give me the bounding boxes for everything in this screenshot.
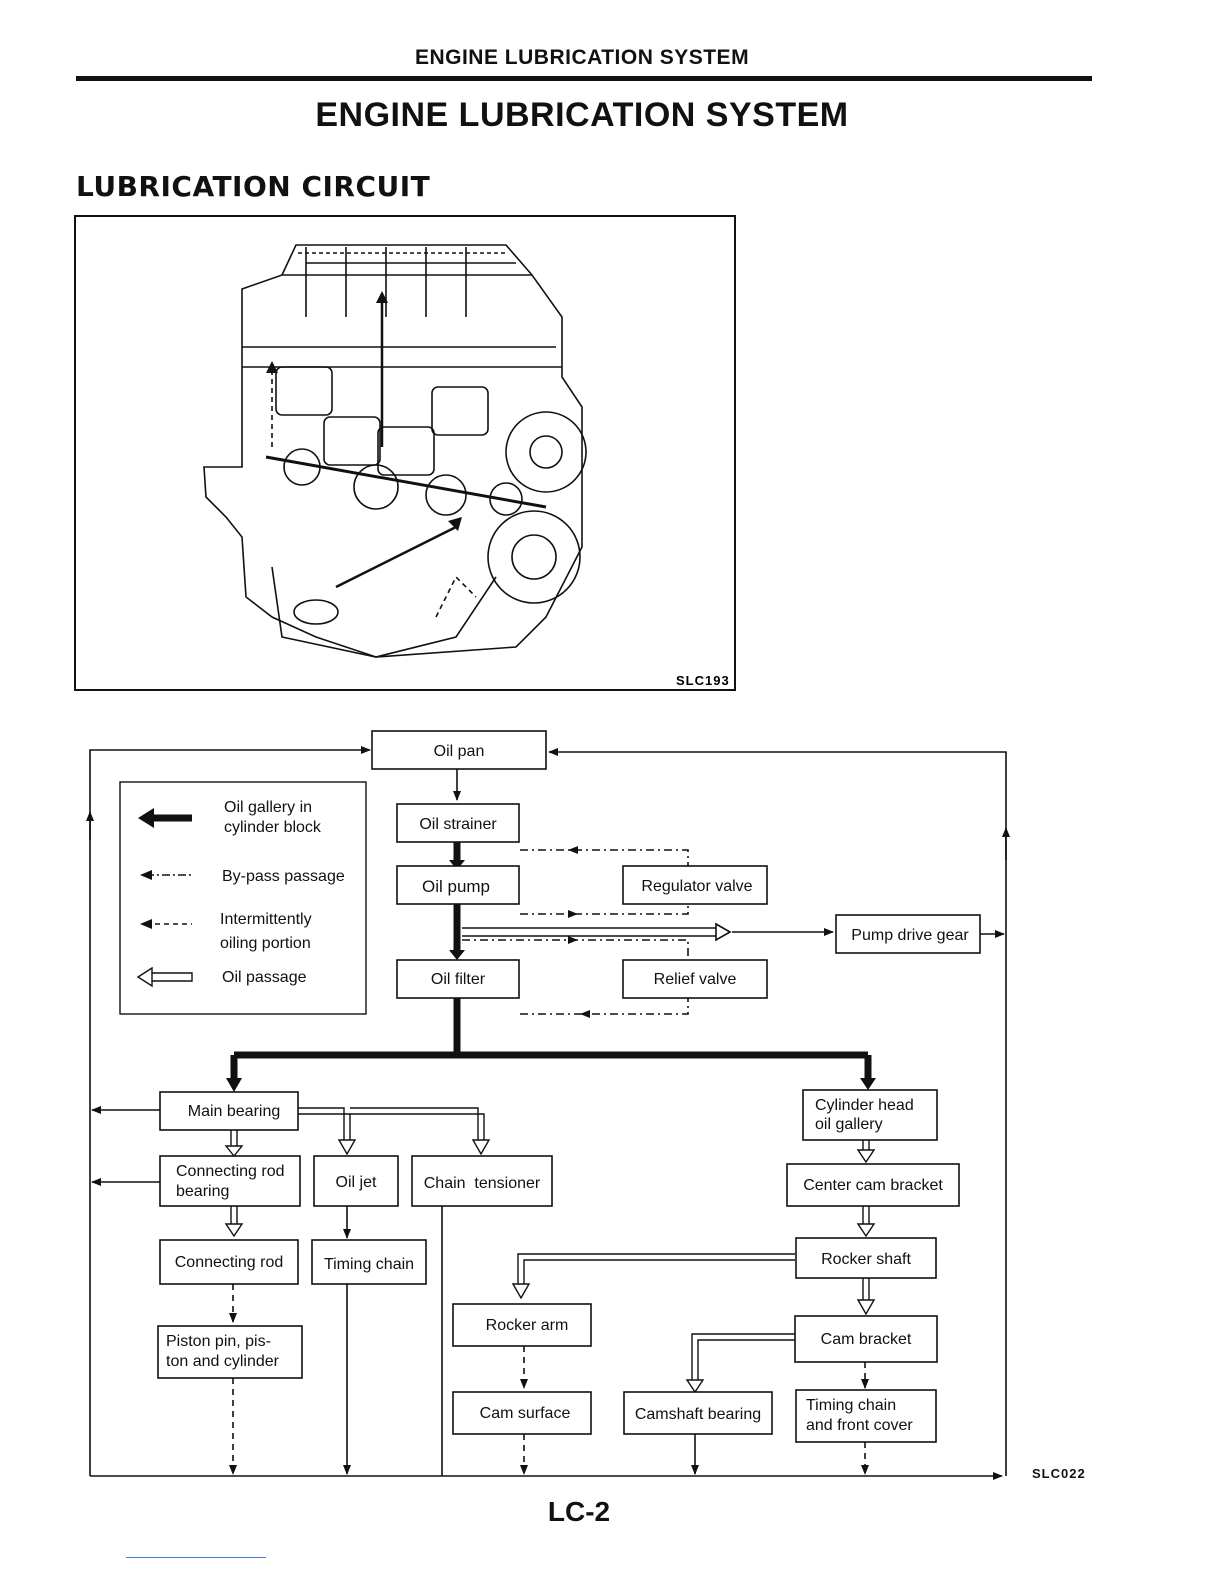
box-connecting-rod [159, 1239, 299, 1285]
box-cylinder-head-gallery [802, 1089, 938, 1141]
label-cylinder-head-gallery-line2: oil gallery [815, 1116, 883, 1133]
label-oil-jet: Oil jet [336, 1174, 377, 1191]
legend-oil-passage-symbol [136, 966, 193, 988]
legend-oil-gallery-line1: Oil gallery in [224, 799, 312, 816]
label-relief-valve: Relief valve [654, 971, 737, 988]
label-connecting-rod: Connecting rod [175, 1254, 284, 1271]
label-timing-chain-cover-line2: and front cover [806, 1417, 913, 1434]
legend-bypass-label: By-pass passage [222, 868, 345, 885]
legend-intermittent-line2: oiling portion [220, 935, 311, 952]
label-oil-strainer: Oil strainer [419, 816, 497, 833]
box-cam-surface [452, 1391, 592, 1435]
section-heading: LUBRICATION CIRCUIT [76, 170, 431, 203]
engine-illustration-frame: SLC193 [74, 215, 736, 691]
footer-line [126, 1557, 266, 1558]
label-cam-bracket: Cam bracket [821, 1331, 912, 1348]
illustration-code: SLC193 [676, 673, 730, 688]
label-rocker-shaft: Rocker shaft [821, 1251, 911, 1268]
box-timing-chain [311, 1239, 427, 1285]
box-center-cam-bracket [786, 1163, 960, 1207]
legend-oil-passage-label: Oil passage [222, 969, 307, 986]
label-cam-surface: Cam surface [480, 1405, 571, 1422]
label-main-bearing: Main bearing [188, 1103, 281, 1120]
label-conrod-bearing-line2: bearing [176, 1183, 229, 1200]
box-oil-strainer [396, 803, 520, 843]
label-timing-chain-cover-line1: Timing chain [806, 1397, 896, 1414]
label-camshaft-bearing: Camshaft bearing [635, 1406, 761, 1423]
box-regulator-valve [622, 865, 768, 905]
legend: Oil gallery in cylinder block By-pass pa… [119, 781, 367, 1015]
label-chain-tensioner: Chain tensioner [424, 1175, 541, 1192]
label-piston-pin-line2: ton and cylinder [166, 1353, 280, 1370]
box-cam-bracket [794, 1315, 938, 1363]
box-oil-jet [313, 1155, 399, 1207]
label-oil-pan: Oil pan [434, 743, 485, 760]
label-oil-pump: Oil pump [422, 877, 490, 896]
box-conrod-bearing [159, 1155, 301, 1207]
box-rocker-shaft [795, 1237, 937, 1279]
box-timing-chain-cover [795, 1389, 937, 1443]
box-chain-tensioner [411, 1155, 553, 1207]
label-oil-filter: Oil filter [431, 971, 486, 988]
page-title: ENGINE LUBRICATION SYSTEM [315, 96, 849, 134]
label-piston-pin-line1: Piston pin, pis- [166, 1333, 271, 1350]
label-timing-chain: Timing chain [324, 1256, 414, 1273]
label-conrod-bearing-line1: Connecting rod [176, 1163, 285, 1180]
engine-cutaway-illustration: SLC193 [203, 244, 730, 688]
label-rocker-arm: Rocker arm [486, 1317, 569, 1334]
legend-oil-gallery-line2: cylinder block [224, 819, 322, 836]
label-cylinder-head-gallery-line1: Cylinder head [815, 1097, 914, 1114]
box-rocker-arm [452, 1303, 592, 1347]
diagram-code: SLC022 [1032, 1466, 1086, 1481]
running-header: ENGINE LUBRICATION SYSTEM [414, 46, 750, 69]
box-relief-valve [622, 959, 768, 999]
box-camshaft-bearing [623, 1391, 773, 1435]
box-piston-pin [157, 1325, 303, 1379]
box-oil-pump [396, 865, 520, 905]
label-center-cam-bracket: Center cam bracket [803, 1177, 943, 1194]
return-line-left [89, 746, 371, 1476]
box-oil-pan [371, 730, 547, 770]
label-regulator-valve: Regulator valve [641, 878, 752, 895]
return-line-right [548, 748, 1007, 1476]
page-number: LC-2 [547, 1496, 611, 1527]
box-oil-filter [396, 959, 520, 999]
header-rule [76, 76, 1092, 81]
label-pump-drive-gear: Pump drive gear [851, 927, 969, 944]
box-pump-drive-gear [835, 914, 981, 954]
legend-intermittent-line1: Intermittently [220, 911, 312, 928]
box-main-bearing [159, 1091, 299, 1131]
